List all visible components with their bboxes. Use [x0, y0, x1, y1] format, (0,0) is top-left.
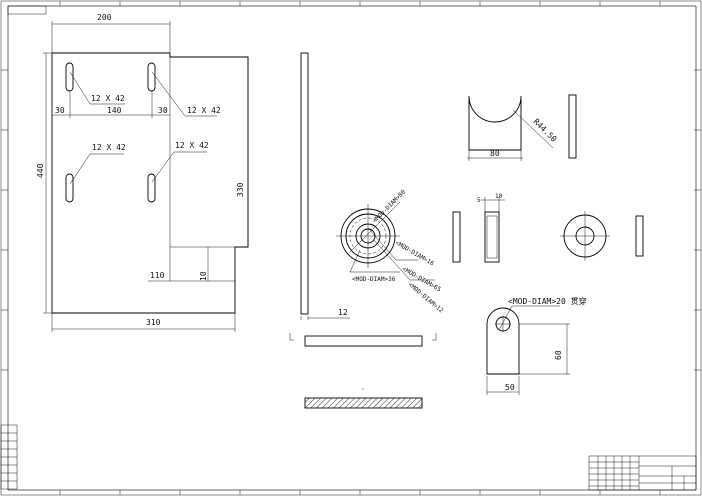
frame-ticks-bottom — [59, 490, 661, 495]
plate-view: 12 X 42 12 X 42 12 X 42 12 X 42 200 440 … — [36, 13, 249, 332]
flange-label-4: <MOD-DIAM>36 — [352, 276, 396, 283]
dim-edge-left: 30 — [55, 106, 65, 115]
washer-edge — [635, 215, 644, 257]
dim-height: 440 — [36, 163, 45, 178]
bar-side — [300, 52, 309, 315]
flange-edge — [452, 211, 461, 263]
dim-section-b: 10 — [495, 193, 503, 200]
slot-label-3: 12 X 42 — [92, 143, 126, 152]
dim-section-a: 5 — [477, 197, 481, 204]
lug-view: <MOD-DIAM>20 贯穿 50 60 — [486, 296, 587, 395]
corner-stamp — [7, 5, 47, 15]
bar-view: 12 — [289, 52, 437, 409]
frame-ticks-side — [1, 69, 701, 371]
bar-section-hatched — [304, 397, 423, 409]
dim-slot-spacing: 140 — [107, 106, 122, 115]
slot-4 — [147, 173, 156, 203]
saddle-side — [568, 94, 577, 159]
section-view: 5 10 — [477, 193, 505, 263]
dim-bar-thickness: 12 — [338, 308, 348, 317]
saddle-view: 80 R44.50 — [467, 94, 577, 161]
slot-3 — [65, 173, 74, 203]
flange-label-2: <MOD-DIAM>16 — [394, 240, 435, 268]
dim-right-height: 330 — [236, 182, 245, 197]
slot-label-4: 12 X 42 — [175, 141, 209, 150]
dim-top-width: 200 — [97, 13, 112, 22]
title-block — [588, 455, 697, 491]
side-revision-grid — [0, 424, 18, 490]
dim-edge-mid: 30 — [158, 106, 168, 115]
bar-plan — [304, 335, 423, 347]
plate-step — [169, 53, 248, 248]
flange-view: <MOD-DIAM>80 <MOD-DIAM>16 <MOD-DIAM>65 <… — [336, 189, 461, 315]
washer-view — [560, 211, 644, 261]
dim-lug-width: 50 — [505, 383, 515, 392]
slot-2 — [147, 62, 156, 92]
dim-saddle-width: 80 — [490, 149, 500, 158]
frame-ticks-top — [59, 1, 661, 6]
slot-1 — [65, 62, 74, 92]
dim-bottom-offset: 110 — [150, 271, 165, 280]
dim-bottom-step: 10 — [199, 271, 208, 281]
saddle-outline — [468, 95, 522, 151]
lug-outline — [486, 307, 520, 375]
lug-hole-note: <MOD-DIAM>20 贯穿 — [508, 296, 587, 306]
dim-saddle-radius: R44.50 — [532, 117, 559, 144]
slot-label-1: 12 X 42 — [91, 94, 125, 103]
dim-bottom-width: 310 — [146, 318, 161, 327]
dim-lug-height: 60 — [554, 350, 563, 360]
slot-label-2: 12 X 42 — [187, 106, 221, 115]
